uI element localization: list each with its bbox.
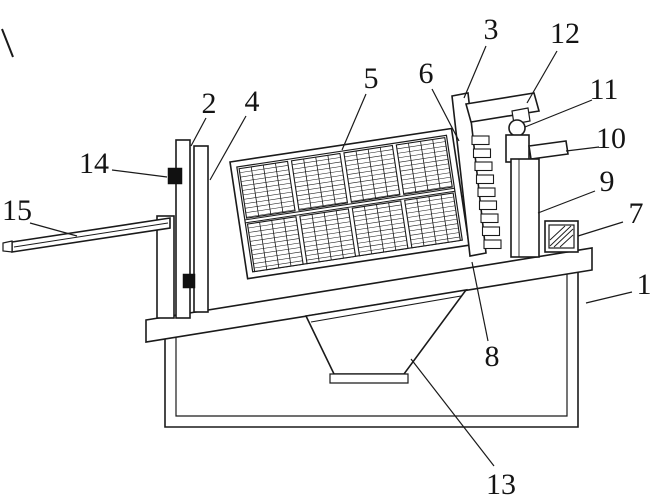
callout-2: 2: [202, 87, 217, 120]
rack-segment: [483, 239, 502, 250]
tank-outer-wall: [164, 265, 579, 428]
hopper: [304, 288, 468, 384]
pin-11: [508, 119, 526, 137]
screen-panel: [351, 200, 409, 257]
push-rod: [2, 217, 171, 253]
callout-1: 1: [637, 268, 650, 301]
rod-mid-line: [13, 222, 169, 248]
rack-segment: [477, 187, 496, 198]
right-assembly: [451, 92, 579, 258]
block-hatch-2: [549, 225, 566, 241]
clamp-block-lower: [182, 273, 196, 289]
rack-segment: [475, 174, 495, 185]
rod-tip: [2, 240, 13, 253]
leader-line-15: [29, 222, 78, 237]
callout-11: 11: [590, 73, 619, 106]
leader-line-4: [209, 115, 247, 181]
leader-line-7: [577, 221, 624, 237]
screen-panel: [299, 208, 357, 265]
callout-7: 7: [629, 197, 644, 230]
frame-crossbar-bottom: [245, 190, 455, 224]
callout-15: 15: [2, 194, 32, 227]
screen-frame: [229, 127, 471, 280]
cylinder-body: [505, 134, 530, 163]
leader-line-6: [431, 88, 460, 142]
post-4: [193, 145, 209, 313]
rack-segment: [478, 200, 498, 211]
leader-line-9: [537, 190, 596, 214]
leader-line-14: [111, 169, 168, 178]
rack-6: [471, 135, 502, 250]
bracket-12: [464, 92, 541, 123]
leader-line-2: [190, 117, 207, 147]
screen-panel: [246, 216, 304, 273]
screen-panel: [395, 136, 453, 196]
callout-10: 10: [596, 122, 626, 155]
stray-mark: [1, 28, 14, 58]
leader-line-10: [565, 146, 600, 152]
rack-segment: [474, 161, 493, 172]
callout-6: 6: [419, 57, 434, 90]
callout-5: 5: [364, 62, 379, 95]
screen-panel: [404, 192, 461, 249]
left-post-assembly: [156, 139, 209, 319]
screen-panel: [290, 152, 349, 211]
leader-line-3: [463, 45, 487, 99]
arm-10: [528, 140, 569, 160]
hopper-rim: [329, 373, 409, 384]
screen-panel: [238, 160, 296, 219]
rack-segment: [481, 226, 501, 237]
leader-line-13: [410, 358, 495, 467]
screen-panels: [238, 136, 461, 273]
block-hatch-1: [549, 225, 572, 247]
block-outer: [544, 220, 579, 253]
left-bracket: [156, 215, 175, 319]
block-inner: [548, 224, 575, 249]
frame-crossbar-top: [244, 187, 455, 221]
leader-line-1: [585, 291, 633, 304]
callout-4: 4: [245, 85, 260, 118]
leader-line-12: [526, 50, 558, 104]
post-2: [175, 139, 191, 319]
hopper-inner-edge: [310, 295, 462, 323]
support-post-9: [510, 158, 540, 258]
callout-8: 8: [485, 340, 500, 373]
side-plate-3: [451, 92, 487, 257]
callout-12: 12: [550, 17, 580, 50]
leader-line-8: [471, 261, 489, 342]
screen-panel: [343, 144, 401, 203]
callout-13: 13: [486, 468, 516, 500]
rack-segment: [471, 135, 490, 146]
callout-14: 14: [79, 147, 109, 180]
callout-3: 3: [484, 13, 499, 46]
clamp-block-upper: [167, 167, 183, 185]
block-hatch-3: [553, 228, 574, 248]
callout-9: 9: [600, 165, 615, 198]
top-beam: [145, 247, 593, 343]
leader-line-5: [341, 93, 367, 151]
leader-line-11: [524, 99, 593, 128]
rack-segment: [472, 148, 492, 159]
tank-inner-wall: [175, 266, 568, 417]
block-hatch-4: [559, 234, 574, 248]
base-frame: [145, 247, 593, 428]
motor-block-7: [544, 220, 579, 253]
rack-segment: [480, 213, 499, 224]
